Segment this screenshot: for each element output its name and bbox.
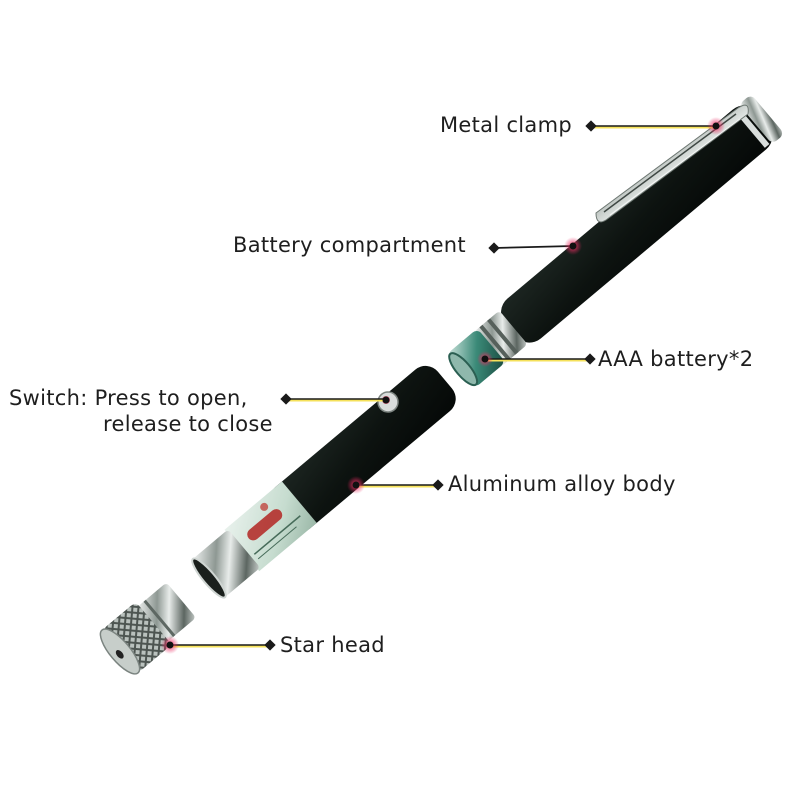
callout-star-head: Star head xyxy=(280,633,385,657)
leader-metal-clamp xyxy=(585,117,725,135)
star-head xyxy=(99,584,195,675)
callout-switch-line2: release to close xyxy=(103,412,273,436)
leader-aluminum-body xyxy=(347,476,444,494)
lower-body xyxy=(191,365,456,599)
leader-aaa-battery xyxy=(477,351,596,367)
callout-battery-compartment: Battery compartment xyxy=(233,233,466,257)
callout-switch-line1: Switch: Press to open, xyxy=(9,386,248,410)
leader-switch xyxy=(280,393,390,405)
upper-body xyxy=(474,96,783,365)
callout-switch: Switch: Press to open, release to close xyxy=(9,385,273,437)
callout-metal-clamp: Metal clamp xyxy=(440,113,572,137)
callout-aaa-battery: AAA battery*2 xyxy=(598,347,754,371)
leader-battery-compartment xyxy=(488,237,582,255)
leader-star-head xyxy=(161,636,276,654)
callout-aluminum-body: Aluminum alloy body xyxy=(448,472,676,496)
aaa-battery xyxy=(448,330,504,387)
